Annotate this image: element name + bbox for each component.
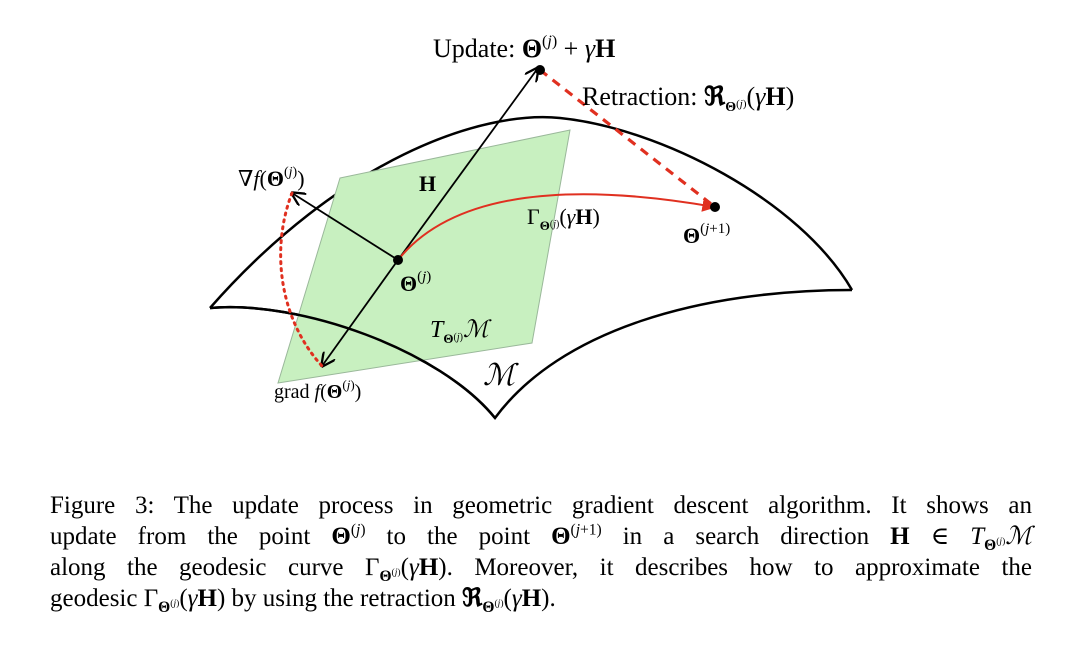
grad-label: grad f(Θ(j)) bbox=[274, 377, 361, 403]
tangent-plane bbox=[277, 129, 571, 384]
caption-line-3: along the geodesic curve ΓΘ(j)(γH). More… bbox=[50, 554, 1032, 585]
update-point bbox=[535, 65, 545, 75]
manifold-lower-edge-overlay bbox=[209, 305, 496, 419]
manifold-upper-edge bbox=[209, 116, 854, 309]
grad-arrow bbox=[322, 259, 399, 366]
next-point bbox=[710, 202, 720, 212]
h-label: H bbox=[419, 171, 436, 196]
caption-line-4: geodesic ΓΘ(j)(γH) by using the retracti… bbox=[50, 585, 556, 616]
current-point-label: Θ(j) bbox=[400, 269, 431, 296]
nabla-label: ∇f(Θ(j)) bbox=[238, 165, 305, 191]
figure-caption: Figure 3: The update process in geometri… bbox=[50, 490, 1033, 616]
geometric-gradient-descent-diagram: Update: Θ(j) + γH Retraction: ℜΘ(j)(γH) … bbox=[209, 33, 854, 421]
geodesic-label: ΓΘ(j)(γH) bbox=[527, 204, 600, 233]
geodesic-curve bbox=[397, 193, 717, 261]
nabla-arrow bbox=[292, 193, 399, 261]
next-point-label: Θ(j+1) bbox=[683, 221, 730, 248]
caption-line-1: Figure 3: The update process in geometri… bbox=[50, 492, 1033, 519]
caption-line-2: update from the point Θ(j) to the point … bbox=[50, 521, 1032, 554]
figure-label: Figure 3: bbox=[50, 492, 155, 519]
update-label: Update: Θ(j) + γH bbox=[433, 33, 615, 63]
projection-dotted-curve bbox=[279, 191, 324, 368]
retraction-label: Retraction: ℜΘ(j)(γH) bbox=[582, 82, 794, 115]
tangent-space-label: TΘ(j)ℳ bbox=[430, 317, 492, 346]
retraction-dashed-line bbox=[539, 68, 716, 209]
current-point bbox=[393, 255, 403, 265]
h-arrow bbox=[397, 68, 538, 261]
manifold-label: ℳ bbox=[483, 359, 519, 392]
